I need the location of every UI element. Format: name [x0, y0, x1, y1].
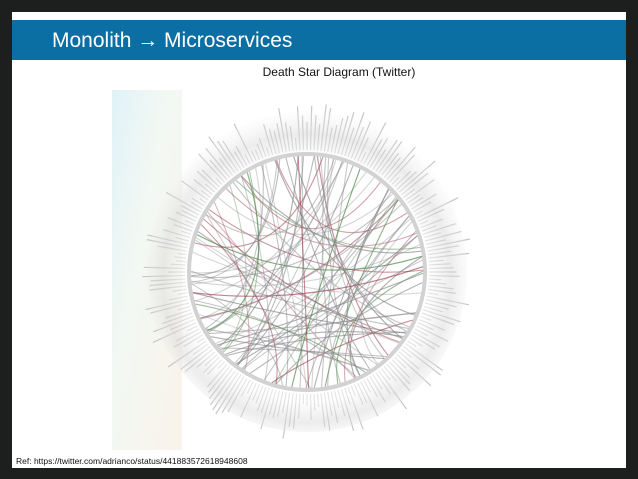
dependency-chord: [313, 188, 389, 388]
dependency-chord: [192, 251, 422, 295]
dependency-chord: [285, 157, 371, 370]
dependency-chord: [249, 235, 418, 374]
dependency-chord: [191, 244, 421, 287]
dependency-chord: [241, 175, 381, 230]
dependency-chord: [349, 256, 423, 378]
dependency-chord: [205, 164, 264, 329]
dependency-chord: [360, 221, 413, 365]
dependency-chord: [221, 185, 247, 352]
dependency-chord: [198, 313, 370, 371]
dependency-chord: [200, 204, 402, 320]
dependency-chord: [191, 159, 281, 277]
slide: Monolith → Microservices Death Star Diag…: [12, 12, 626, 468]
diagram-caption: Death Star Diagram (Twitter): [262, 65, 416, 79]
dependency-chord: [234, 161, 343, 364]
dependency-chord: [206, 172, 260, 332]
dependency-chord: [225, 188, 417, 248]
dependency-chord: [297, 156, 310, 389]
dependency-chord: [217, 193, 394, 235]
dependency-chord: [192, 266, 424, 297]
death-star-diagram-image: [112, 90, 471, 450]
dependency-chord: [225, 331, 404, 355]
reference-link[interactable]: Ref: https://twitter.com/adrianco/status…: [16, 456, 248, 466]
dependency-chord: [215, 218, 411, 344]
dependency-chord: [241, 198, 398, 369]
dependency-chord: [200, 224, 278, 384]
dependency-chord: [200, 167, 262, 319]
dependency-chord: [207, 161, 344, 334]
dependency-chord: [210, 336, 385, 360]
dependency-chord: [327, 216, 410, 387]
dependency-chord: [207, 211, 355, 379]
dependency-chord: [191, 198, 398, 279]
title-bar: Monolith → Microservices: [12, 20, 626, 60]
dependency-chord: [206, 159, 337, 332]
dependency-chord: [313, 156, 407, 332]
dependency-chord: [232, 182, 410, 328]
dependency-chord: [261, 165, 289, 387]
dependency-chord: [190, 270, 409, 329]
dependency-chord: [235, 235, 418, 365]
dependency-chords: [190, 156, 424, 389]
slide-title: Monolith → Microservices: [52, 29, 293, 52]
dependency-chord: [235, 179, 421, 250]
dependency-chord: [196, 234, 423, 271]
dependency-chord: [237, 165, 354, 366]
dependency-chord: [275, 282, 423, 385]
dependency-chord: [208, 209, 424, 273]
dependency-chord: [194, 156, 324, 248]
dependency-chord: [195, 239, 378, 366]
dependency-chord: [305, 215, 410, 389]
dependency-chord: [191, 171, 367, 285]
dependency-chord: [275, 159, 408, 234]
dependency-chord: [291, 168, 361, 388]
dependency-chord: [237, 156, 315, 366]
dependency-chord: [274, 160, 415, 316]
dependency-chord: [242, 259, 423, 370]
dependency-chord: [194, 161, 345, 302]
dependency-chord: [205, 214, 311, 389]
dependency-chord: [236, 156, 305, 366]
